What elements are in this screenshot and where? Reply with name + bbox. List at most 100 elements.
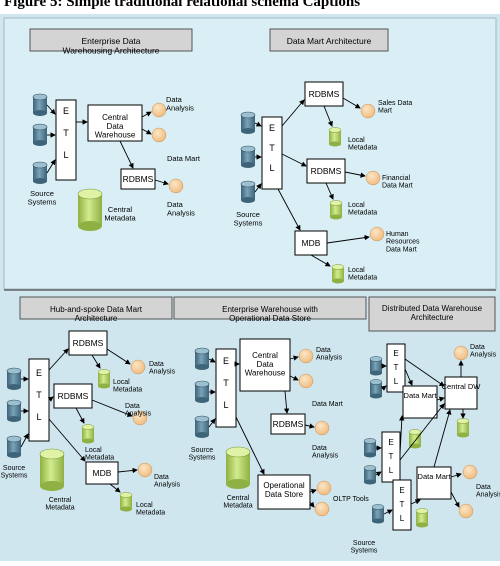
- ddw-etl-box-3: [392, 479, 412, 531]
- ddw-analysis-circle-3: [458, 503, 474, 519]
- hub-analysis-circle-3: [137, 462, 153, 478]
- ddw-data-mart-1: Data Mart: [404, 391, 438, 400]
- dma-rdbms-1: RDBMS: [309, 89, 340, 99]
- dma-hr-circle: [369, 226, 385, 242]
- hub-mdb-box: [85, 461, 119, 485]
- ods-source-cylinder-2: [194, 380, 210, 403]
- ddw-analysis-circle-2: [462, 464, 478, 480]
- ods-analysis-circle-2: [298, 373, 314, 389]
- ods-connectors: [208, 355, 317, 508]
- ods-central-metadata-cylinder: [225, 446, 251, 489]
- edw-central-metadata-cylinder: [77, 188, 103, 231]
- ods-oltp: OLTP Tools: [333, 496, 369, 503]
- hub-rdbms-box-2: [53, 383, 93, 409]
- ddw-central-dw-box: [444, 376, 478, 410]
- edw-source-cylinder-1: [32, 93, 48, 116]
- edw-connectors: [46, 104, 169, 186]
- hub-source-cylinder-2: [6, 399, 22, 422]
- ods-rdbms-box: [270, 413, 306, 435]
- dma-sales-circle: [360, 103, 376, 119]
- edw-source-cylinder-3: [32, 161, 48, 184]
- hub-title-box: [19, 296, 173, 320]
- ddw-mart-cylinder-1: [408, 429, 422, 449]
- dma-rdbms-box-2: [306, 158, 346, 184]
- hub-rdbms-2: RDBMS: [58, 391, 89, 401]
- hub-analysis-circle-2: [132, 410, 148, 426]
- hub-local-cylinder-3: [119, 492, 133, 512]
- ods-ods-box: [257, 474, 311, 510]
- ddw-data-mart-2: Data Mart: [418, 472, 452, 481]
- ods-analysis-circle-3: [314, 420, 330, 436]
- dma-source-cylinder-2: [240, 145, 256, 168]
- dma-local-cylinder-3: [331, 264, 345, 284]
- hub-rdbms-1: RDBMS: [73, 338, 104, 348]
- dma-connectors: [254, 97, 370, 267]
- ods-oltp-circle-1: [316, 480, 332, 496]
- dma-local-cylinder-2: [329, 200, 343, 220]
- dma-source-cylinder-1: [240, 111, 256, 134]
- ods-central-dw-box: [239, 338, 291, 392]
- ods-source-cylinder-1: [194, 347, 210, 370]
- edw-data-mart: Data Mart: [167, 154, 201, 163]
- ddw-mart-cylinder-2: [415, 508, 429, 528]
- dma-rdbms-2: RDBMS: [311, 166, 342, 176]
- ddw-source-cylinder-1: [369, 356, 383, 376]
- ddw-connectors: [375, 358, 466, 515]
- edw-etl-box: [55, 99, 77, 181]
- ods-analysis-circle-1: [298, 348, 314, 364]
- hub-local-cylinder-1: [97, 369, 111, 389]
- ddw-analysis-circle-1: [453, 345, 469, 361]
- dma-title: Data Mart Architecture: [287, 36, 372, 46]
- hub-mdb: MDB: [93, 468, 112, 478]
- ods-rdbms: RDBMS: [273, 419, 304, 429]
- edw-central-dw-box: [87, 104, 143, 142]
- hub-local-cylinder-2: [81, 424, 95, 444]
- edw-rdbms: RDBMS: [123, 174, 154, 184]
- ddw-source-cylinder-4: [363, 465, 377, 485]
- edw-analysis-circle-3: [168, 178, 184, 194]
- ddw-data-mart-box-1: [402, 385, 438, 419]
- ods-data-mart: Data Mart: [312, 401, 343, 408]
- ddw-etl-box-2: [381, 431, 401, 483]
- dma-mdb: MDB: [302, 238, 321, 248]
- edw-analysis-circle-2: [151, 127, 167, 143]
- ddw-source-cylinder-2: [369, 379, 383, 399]
- dma-title-box: [269, 28, 389, 52]
- hub-central-metadata-cylinder: [39, 448, 65, 491]
